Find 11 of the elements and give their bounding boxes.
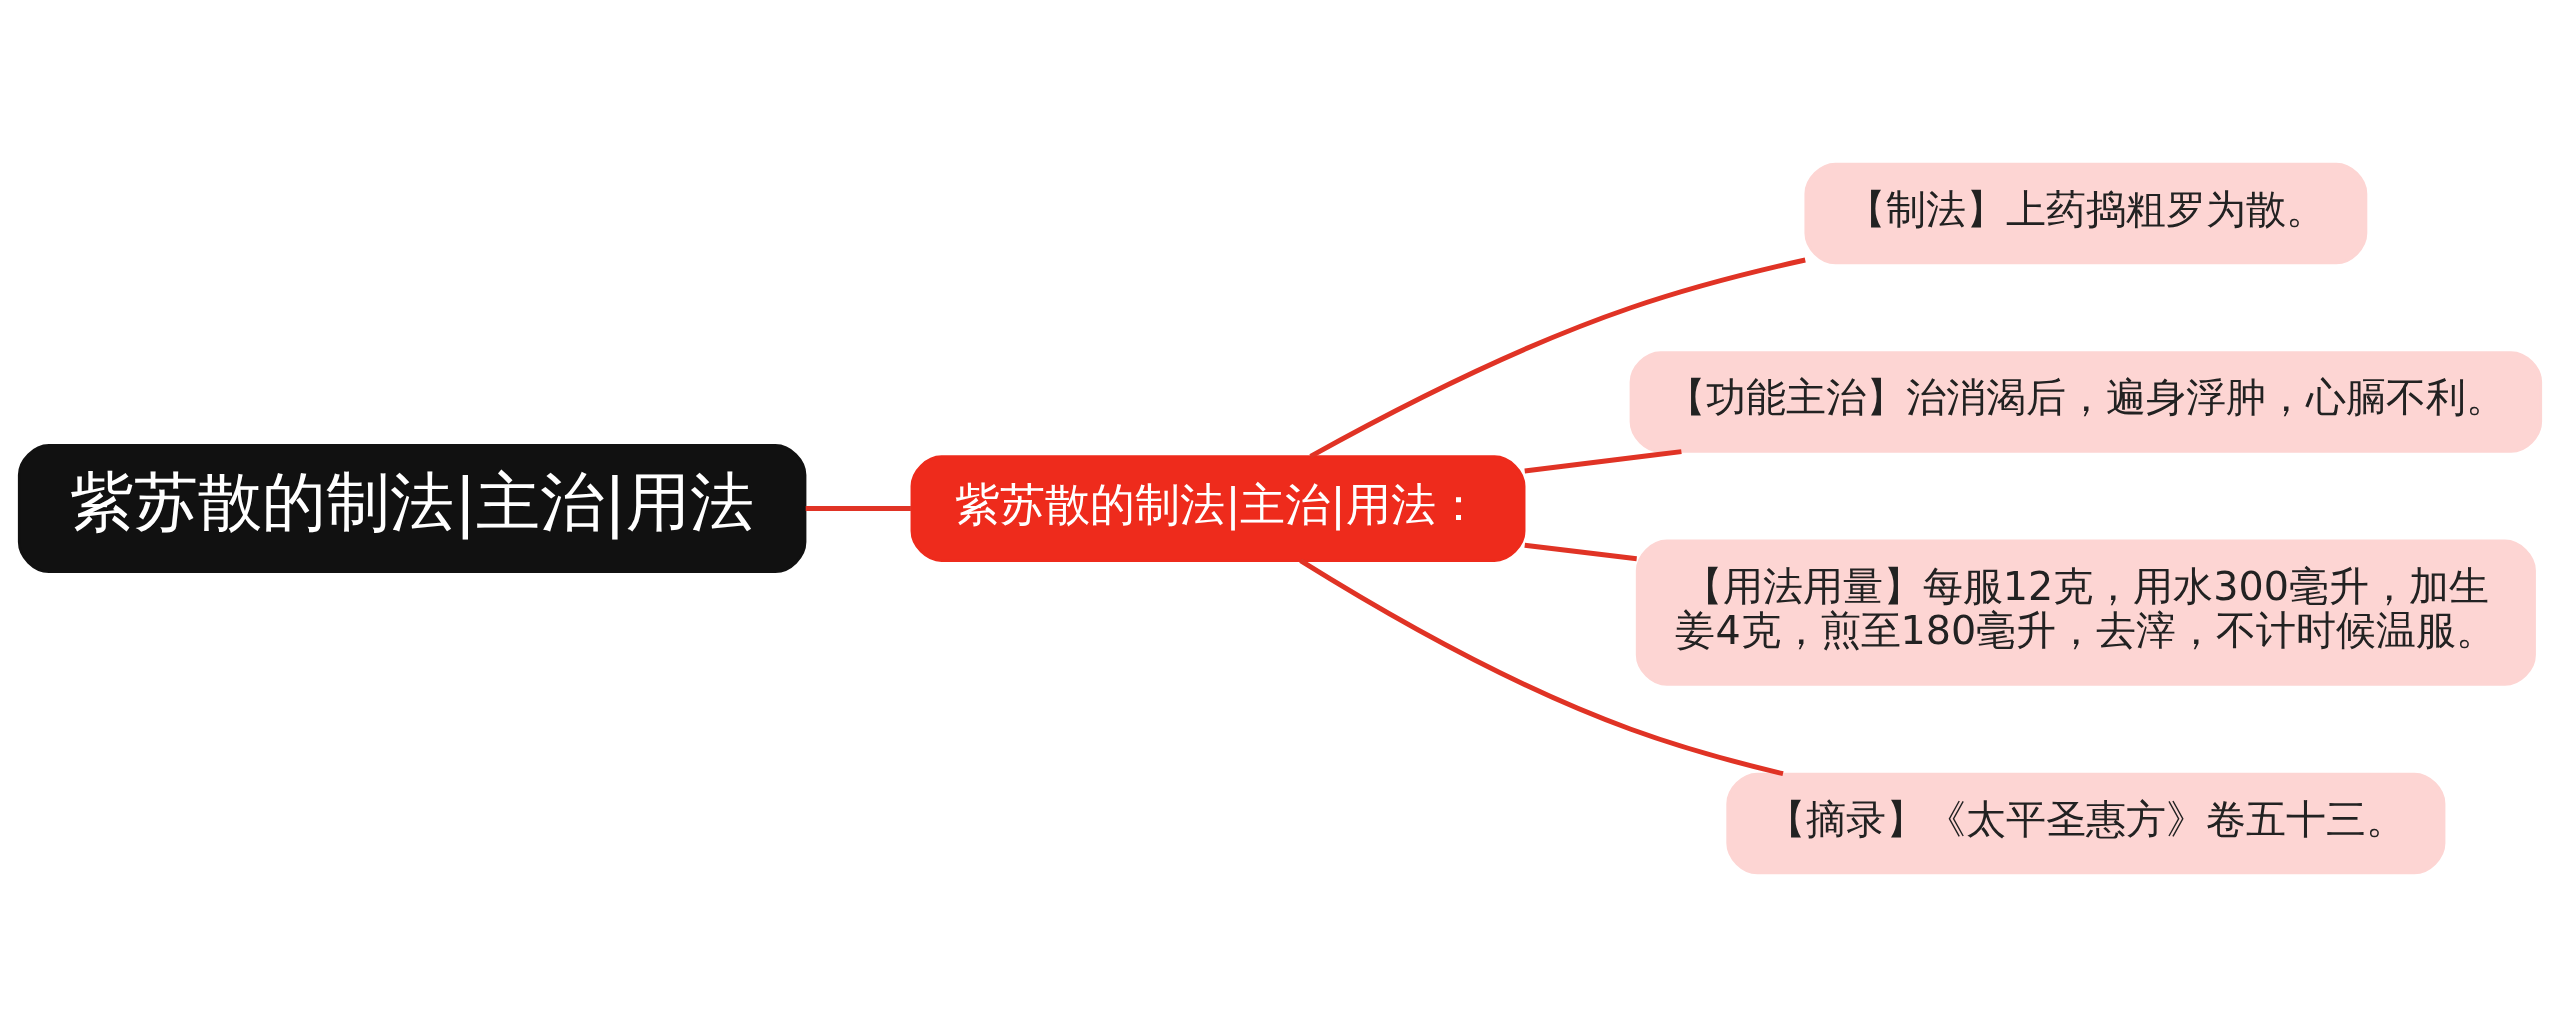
node-box: 【功能主治】治消渴后，遍身浮肿，心膈不利。 [1629,350,2543,453]
node-box: 紫苏散的制法|主治|用法 [17,443,807,573]
node-box: 【制法】上药捣粗罗为散。 [1804,162,2368,264]
connector [805,505,911,511]
node-box: 【摘录】《太平圣惠方》卷五十三。 [1726,772,2446,874]
connector [1524,448,1682,473]
node-box: 【用法用量】每服12克，用水300毫升，加生姜4克，煎至180毫升，去滓，不计时候温服。 [1635,539,2536,686]
node-box: 紫苏散的制法|主治|用法： [910,454,1526,562]
connector [1309,257,1806,458]
connector [1524,542,1637,561]
connector [1299,558,1784,776]
